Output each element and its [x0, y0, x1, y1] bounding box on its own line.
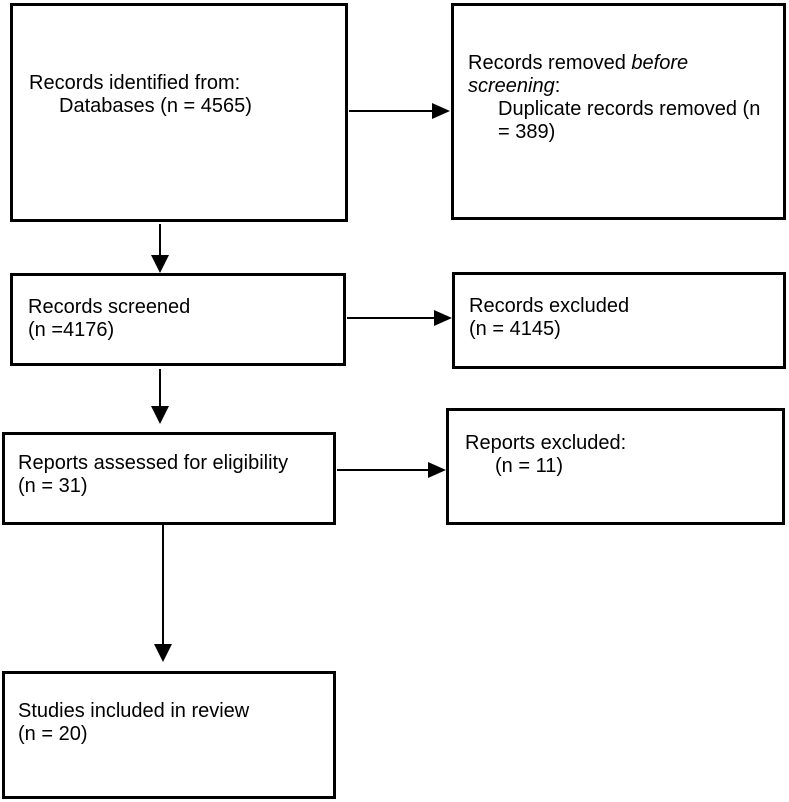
- arrow-assessed-to-reports-excluded: [337, 462, 446, 478]
- box-records-removed-before-screening: Records removed before screening: Duplic…: [451, 3, 786, 220]
- arrow-screened-to-records-excluded: [347, 310, 452, 326]
- box-text-line: Studies included in review: [18, 700, 250, 722]
- arrow-screened-to-assessed: [151, 369, 169, 424]
- box-studies-included: Studies included in review (n = 20): [2, 671, 336, 799]
- text-segment-italic: screening: [468, 75, 555, 97]
- arrow-identification-to-removed: [349, 103, 450, 119]
- box-text-line: (n = 20): [18, 723, 88, 745]
- box-text-line: (n =4176): [28, 319, 115, 341]
- box-text-line: Databases (n = 4565): [59, 95, 252, 117]
- text-segment: Records removed: [468, 52, 632, 74]
- box-reports-assessed: Reports assessed for eligibility (n = 31…: [2, 432, 336, 525]
- box-text-line: Records screened: [28, 296, 191, 318]
- box-text-line: Reports excluded:: [465, 432, 627, 454]
- box-text-line: Reports assessed for eligibility: [18, 452, 289, 474]
- box-text-line: (n = 31): [18, 475, 88, 497]
- box-records-screened: Records screened (n =4176): [10, 273, 346, 366]
- box-records-excluded: Records excluded (n = 4145): [452, 272, 786, 369]
- text-segment: :: [554, 75, 561, 97]
- box-text-line: Records identified from:: [29, 72, 241, 94]
- box-text-line: (n = 11): [495, 455, 563, 477]
- box-text-line: (n = 4145): [469, 318, 561, 340]
- box-text-line: Records excluded: [469, 295, 630, 317]
- arrow-assessed-to-included: [154, 525, 172, 662]
- text-segment-italic: before: [631, 52, 689, 74]
- box-text-line: Records removed before: [468, 52, 777, 75]
- box-text-line: = 389): [498, 121, 556, 143]
- arrow-identification-to-screened: [151, 224, 169, 273]
- box-text-line: screening:: [468, 75, 777, 98]
- box-records-identified: Records identified from: Databases (n = …: [10, 3, 348, 222]
- box-text-line: Duplicate records removed (n: [498, 98, 761, 120]
- box-reports-excluded: Reports excluded: (n = 11): [446, 408, 785, 525]
